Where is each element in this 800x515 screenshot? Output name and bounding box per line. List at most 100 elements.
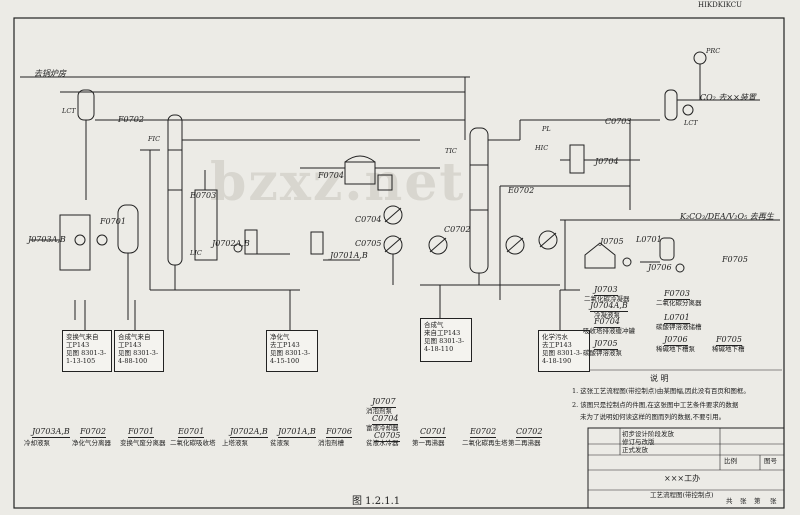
rl-desc-3: 碳酸钾溶液泵 (583, 349, 622, 357)
notes-title: 说 明 (650, 374, 669, 383)
pump-top-right (682, 104, 694, 116)
terminal-4: 合成气 来自工P143 见图 8301-3- 4-18-110 (420, 318, 472, 362)
reboiler-c0701 (505, 235, 525, 255)
tb-rev-1: 修订与改版 (622, 438, 655, 446)
tb-company: ×××工办 (664, 474, 701, 483)
bl-desc-1: 净化气分离器 (72, 439, 111, 447)
inst-tic: TIC (445, 147, 457, 155)
tag-j0704: J0704 (595, 157, 619, 166)
tag-f0704: F0704 (318, 171, 344, 180)
rl-tag-6: J0706 (664, 335, 688, 346)
vessel-j0704 (377, 174, 393, 191)
inst-lct-right: LCT (684, 119, 698, 127)
tank-f0704 (344, 161, 376, 185)
prc-gauge (693, 51, 707, 65)
vessel-j0702 (244, 229, 258, 255)
inst-hic: HIC (535, 144, 549, 152)
bl-desc-10: 第二再沸器 (508, 439, 541, 447)
inst-fic: FIC (148, 135, 161, 143)
bl-stack-tag-0: J0707 (372, 397, 396, 408)
rl-tag-2: F0704 (594, 317, 620, 328)
notes-line-3: 未为了说明如何读这样的图而列的数据,不要引用。 (580, 413, 726, 421)
terminal-2: 合成气来自 工P143 见图 8301-3- 4-88-100 (114, 330, 164, 372)
tag-l0701-top: L0701 (636, 235, 662, 244)
tower-e0703 (194, 189, 218, 261)
tb-field-2: 共 (726, 497, 733, 505)
rl-desc-1: 冷凝液泵 (594, 311, 620, 319)
separator-top-left (77, 89, 95, 121)
bl-desc-4: 上塔液泵 (222, 439, 248, 447)
rl-desc-2: 吸收塔排液缓冲罐 (583, 327, 635, 335)
inst-lic: LIC (190, 249, 202, 257)
bl-desc-5: 贫液泵 (270, 439, 290, 447)
tag-j0703-left: J0703A,B (28, 235, 66, 244)
terminal-3: 净化气 去工P143 见图 8301-3- 4-15-100 (266, 330, 318, 372)
tag-f0701: F0701 (100, 217, 126, 226)
bl-tag-3: E0701 (178, 427, 205, 438)
bl-desc-2: 变换气废分离器 (120, 439, 166, 447)
separator-f0701 (117, 204, 139, 254)
tag-j0701-mid: J0701A,B (330, 251, 368, 260)
rl-tag-4: F0703 (664, 289, 690, 300)
exchanger-right (538, 230, 558, 250)
inst-lct-left: LCT (62, 107, 76, 115)
tb-rev-2: 正式发放 (622, 446, 648, 454)
notes-line-2: 2. 该图只是控制点的件图,在这张图中工艺条件要求的数据 (572, 401, 739, 409)
regenerator-column (469, 127, 489, 274)
vessel-left (59, 214, 91, 271)
tb-field-3: 张 (740, 497, 747, 505)
bl-desc-3: 二氧化碳吸收塔 (170, 439, 216, 447)
rl-tag-3: J0705 (594, 339, 618, 350)
tag-f0702-top: F0702 (118, 115, 144, 124)
bl-tag-0: J0703A,B (32, 427, 70, 438)
bl-desc-8: 第一再沸器 (412, 439, 445, 447)
inst-pl: PL (542, 125, 551, 133)
title-block (587, 427, 785, 509)
bl-tag-8: C0701 (420, 427, 447, 438)
tag-e0702: E0702 (508, 186, 535, 195)
tag-f0705: F0705 (722, 255, 748, 264)
drawing-frame (13, 17, 785, 509)
tb-field-5: 张 (770, 497, 777, 505)
bl-tag-4: J0702A,B (230, 427, 268, 438)
top-left-line-label: 去锅炉房 (34, 69, 66, 78)
inst-prc: PRC (706, 47, 721, 55)
notes-line-1: 1. 这张工艺流程图(带控制点)由某图幅,因此没有百页和图框。 (572, 387, 750, 395)
tank-l0701 (584, 242, 616, 269)
rl-desc-5: 碳酸钾溶液储槽 (656, 323, 702, 331)
bl-desc-0: 冷却液泵 (24, 439, 50, 447)
vessel-j0701 (310, 231, 324, 255)
pump-j0702 (233, 243, 243, 253)
bl-desc-7: 贫液水冷器 (366, 439, 399, 447)
bl-stack-desc-0: 消泡剂泵 (366, 407, 392, 415)
pump-j0705 (622, 257, 632, 267)
tag-e0703: E0703 (190, 191, 217, 200)
bl-tag-5: J0701A,B (278, 427, 316, 438)
tag-j0705: J0705 (600, 237, 624, 246)
exchanger-c0702 (428, 235, 448, 255)
terminal-5: 化学污水 去工P143 见图 8301-3- 4-18-190 (538, 330, 590, 372)
tag-j0706: J0706 (648, 263, 672, 272)
tag-c0704: C0704 (355, 215, 382, 224)
rl-desc-0: 二氧化碳冷凝器 (584, 295, 630, 303)
rl-tag-5: L0701 (664, 313, 690, 324)
rl-desc-4: 二氧化碳分离器 (656, 299, 702, 307)
right-mid-line-label: K₂CO₃/DEA/V₂O₅ 去再生 (680, 212, 774, 221)
bl-tag-6: F0706 (326, 427, 352, 438)
rl-desc-6: 稀碱地下槽泵 (656, 345, 695, 353)
header-fragment: HIKDKIKCU (698, 1, 743, 9)
terminal-1: 变换气来自 工P143 见图 8301-3- 1-13-105 (62, 330, 112, 372)
tb-field-1: 图号 (764, 457, 777, 465)
rl-desc-7: 稀碱地下槽 (712, 345, 745, 353)
bl-tag-9: E0702 (470, 427, 497, 438)
tag-c0705: C0705 (355, 239, 382, 248)
watermark: bzxz.net (210, 152, 465, 213)
exchanger-c0704 (383, 205, 403, 225)
bl-tag-1: F0702 (80, 427, 106, 438)
bl-tag-10: C0702 (516, 427, 543, 438)
rl-tag-1: J0704A,B (590, 301, 628, 312)
bl-tag-7: C0705 (374, 431, 401, 442)
bl-stack-desc-1: 富液冷却器 (366, 424, 399, 432)
